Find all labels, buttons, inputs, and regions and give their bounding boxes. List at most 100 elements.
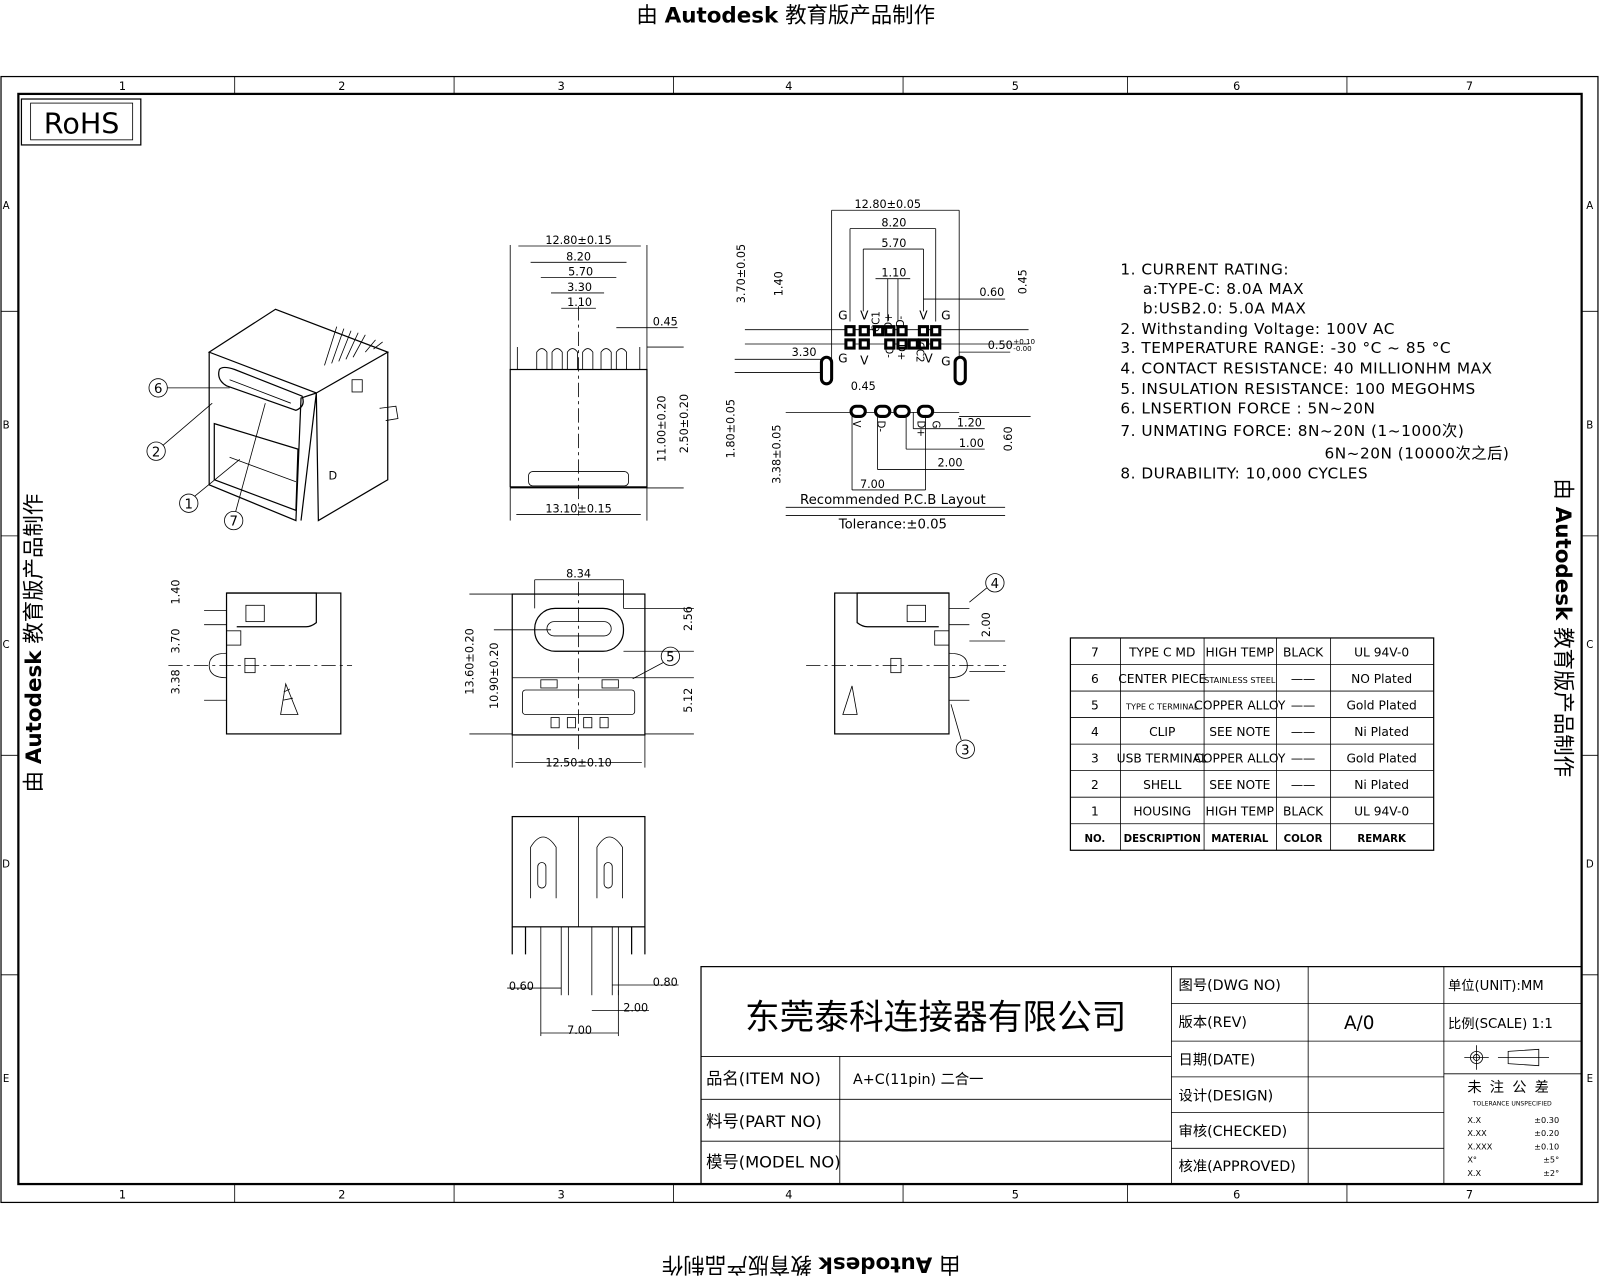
callout-6: 6 (148, 378, 230, 398)
svg-text:设计(DESIGN): 设计(DESIGN) (1179, 1087, 1274, 1104)
revision-value: A/0 (1344, 1013, 1374, 1034)
iso-d-mark: D (329, 470, 338, 483)
bom-cell: HIGH TEMP (1206, 805, 1275, 819)
bom-cell: USB TERMINAL (1117, 751, 1208, 765)
bom-cell: Gold Plated (1346, 751, 1416, 765)
svg-text:13.10±0.15: 13.10±0.15 (545, 502, 611, 515)
svg-text:±5°: ±5° (1543, 1155, 1559, 1165)
svg-text:3.38: 3.38 (170, 669, 183, 694)
bom-cell: STAINLESS STEEL (1204, 675, 1276, 685)
pcb-pin-labels-usb: V D- D+ G (850, 421, 941, 437)
svg-text:3.70: 3.70 (170, 629, 183, 654)
svg-text:5.70: 5.70 (568, 266, 593, 279)
item-value: A+C(11pin) 二合一 (853, 1071, 983, 1088)
svg-text:5: 5 (666, 650, 674, 665)
svg-text:6: 6 (154, 382, 162, 397)
svg-text:MATERIAL: MATERIAL (1211, 834, 1269, 845)
watermark-bottom: 由 Autodesk 教育版产品制作 (662, 1252, 961, 1277)
svg-text:2.00: 2.00 (623, 1002, 648, 1015)
svg-text:日期(DATE): 日期(DATE) (1179, 1052, 1256, 1069)
svg-text:2: 2 (152, 445, 160, 460)
svg-text:V: V (860, 353, 869, 367)
svg-text:COLOR: COLOR (1284, 834, 1323, 845)
svg-text:-0.00: -0.00 (1013, 344, 1032, 353)
svg-text:13.60±0.20: 13.60±0.20 (463, 628, 476, 695)
svg-text:4: 4 (785, 1188, 792, 1201)
bom-cell: CENTER PIECE (1118, 672, 1206, 686)
svg-text:0.45: 0.45 (1017, 269, 1030, 294)
svg-text:4: 4 (991, 577, 999, 592)
svg-text:审核(CHECKED): 审核(CHECKED) (1179, 1123, 1288, 1140)
svg-text:0.45: 0.45 (851, 380, 876, 393)
isometric-view: D 6 2 1 7 (146, 308, 399, 531)
callout-1: 1 (179, 459, 241, 513)
watermark-right: 由 Autodesk 教育版产品制作 (1550, 478, 1575, 777)
bom-cell: —— (1291, 778, 1315, 792)
svg-text:3: 3 (961, 743, 969, 758)
svg-text:B: B (1586, 421, 1593, 432)
svg-text:G: G (941, 308, 950, 322)
spec-notes: 1. CURRENT RATING: a:TYPE-C: 8.0A MAX b:… (1120, 261, 1509, 483)
svg-text:+0.10: +0.10 (1013, 337, 1035, 346)
bom-cell: SEE NOTE (1209, 778, 1270, 792)
svg-text:1.40: 1.40 (773, 271, 786, 296)
svg-text:7. UNMATING FORCE: 8N~20N (: 7. UNMATING FORCE: 8N~20N (1~1000次) (1120, 422, 1464, 440)
svg-text:X.X: X.X (1467, 1168, 1481, 1178)
svg-text:4. CONTACT RESISTANCE: 40 M: 4. CONTACT RESISTANCE: 40 MILLIONHM MAX (1120, 360, 1492, 378)
bom-cell: UL 94V-0 (1354, 805, 1409, 819)
svg-text:X.X: X.X (1467, 1115, 1481, 1125)
svg-text:±0.20: ±0.20 (1534, 1128, 1559, 1138)
svg-text:5. INSULATION RESISTANCE: 10: 5. INSULATION RESISTANCE: 100 MEGOHMS (1120, 380, 1475, 398)
watermark-top: 由 Autodesk 教育版产品制作 (636, 3, 935, 28)
title-block: 东莞泰科连接器有限公司 品名(ITEM NO) A+C(11pin) 二合一 料… (700, 966, 1583, 1185)
svg-text:D+: D+ (914, 421, 925, 437)
bom-cell: SEE NOTE (1209, 725, 1270, 739)
svg-text:1: 1 (119, 80, 126, 93)
svg-text:3.38±0.05: 3.38±0.05 (771, 425, 784, 484)
svg-text:1.00: 1.00 (959, 437, 984, 450)
bom-cell: —— (1291, 751, 1315, 765)
svg-text:NO.: NO. (1084, 834, 1105, 845)
watermark-left: 由 Autodesk 教育版产品制作 (22, 494, 47, 793)
svg-text:2: 2 (338, 1188, 345, 1201)
svg-text:1. CURRENT RATING:: 1. CURRENT RATING: (1120, 261, 1289, 279)
side-view-left: 1.40 3.70 3.38 (168, 580, 353, 735)
svg-text:TOLERANCE UNSPECIFIED: TOLERANCE UNSPECIFIED (1472, 1100, 1552, 1107)
svg-text:12.50±0.10: 12.50±0.10 (545, 757, 611, 770)
svg-text:D-: D- (875, 421, 886, 433)
svg-text:G: G (941, 354, 950, 368)
bom-cell: Ni Plated (1354, 778, 1409, 792)
svg-text:D: D (2, 860, 10, 871)
svg-text:版本(REV): 版本(REV) (1179, 1014, 1247, 1031)
svg-text:5.70: 5.70 (881, 237, 906, 250)
svg-text:±0.10: ±0.10 (1534, 1141, 1559, 1151)
svg-text:1: 1 (185, 497, 193, 512)
svg-text:A: A (1586, 201, 1593, 212)
bom-cell: —— (1291, 725, 1315, 739)
callout-2: 2 (146, 402, 213, 461)
svg-text:C: C (3, 640, 10, 651)
svg-text:未注公差: 未注公差 (1467, 1079, 1557, 1096)
svg-text:D+: D+ (884, 313, 895, 329)
svg-text:7: 7 (1466, 80, 1473, 93)
bom-cell: 4 (1091, 725, 1099, 739)
svg-text:6N~20N (10000次之后): 6N~20N (10000次之后) (1324, 444, 1509, 462)
bom-cell: BLACK (1283, 805, 1324, 819)
rohs-mark: RoHS (20, 98, 142, 146)
svg-text:1.20: 1.20 (957, 417, 982, 430)
bom-cell: COPPER ALLOY (1194, 698, 1286, 712)
svg-text:8.20: 8.20 (881, 217, 906, 230)
bom-cell: —— (1291, 698, 1315, 712)
bom-cell: CLIP (1149, 725, 1175, 739)
bom-cell: 3 (1091, 751, 1099, 765)
bom-cell: BLACK (1283, 645, 1324, 659)
svg-text:±0.30: ±0.30 (1534, 1115, 1559, 1125)
svg-text:0.80: 0.80 (653, 976, 678, 989)
bom-cell: UL 94V-0 (1354, 645, 1409, 659)
